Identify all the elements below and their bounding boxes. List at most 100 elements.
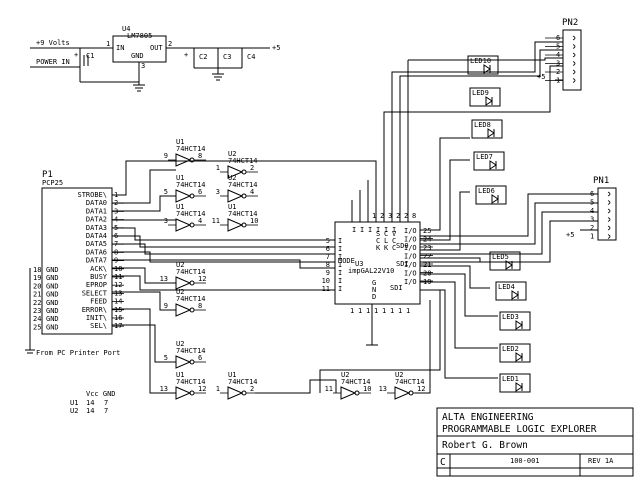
pin-contact-icon: [607, 191, 611, 197]
supply-row-u2-ref: U2: [70, 407, 78, 415]
pn1-ref: PN1: [593, 176, 609, 186]
gal-vertical-char: S: [376, 230, 380, 238]
inverter-ref: U1: [228, 371, 236, 379]
led-label: LED3: [502, 313, 519, 321]
led-label: LED10: [470, 57, 491, 65]
gal-bottom-pin: 1: [382, 307, 386, 315]
gal-left-pin: 9: [326, 269, 330, 277]
pn1-pin: 2: [590, 224, 594, 232]
led: LED5: [489, 251, 521, 271]
inverter-part: 74HCT14: [176, 181, 206, 189]
gal-top-pin-type: I: [384, 226, 388, 234]
gal-sdi-label: SDI: [396, 260, 409, 268]
gal-top-pin-type: I: [376, 226, 380, 234]
gal-right-pin-type: I/O: [404, 244, 417, 252]
gal-top-pin-type: I: [368, 226, 372, 234]
gal-top-pin-type: I: [352, 226, 356, 234]
inverter-in-pin: 13: [160, 275, 168, 283]
title-size: C: [440, 457, 446, 468]
led: LED8: [471, 119, 503, 139]
led-label: LED2: [502, 345, 519, 353]
supply-row-u1-ref: U1: [70, 399, 78, 407]
power-in-label: POWER IN: [36, 58, 70, 66]
led-diode-icon: [489, 160, 497, 170]
inverter-in-pin: 3: [216, 188, 220, 196]
c4-label: C4: [247, 53, 255, 61]
gal-right-pin-type: I/O: [404, 278, 417, 286]
p1-part: PCP25: [42, 179, 63, 187]
led-box: [473, 151, 505, 171]
pc-port-label: From PC Printer Port: [36, 349, 120, 357]
led-box: [499, 373, 531, 393]
gal-top-pin: 1: [372, 212, 376, 220]
led-diode-icon: [485, 96, 493, 106]
p1-signal-name: DATA2: [86, 216, 107, 224]
gal-top-pin: 2: [380, 212, 384, 220]
gal-vertical-char: C: [384, 230, 388, 238]
regulator-pin-gnd-num: 3: [141, 62, 145, 70]
title-company: ALTA ENGINEERING: [442, 412, 534, 423]
gal-vertical-char: C: [392, 244, 396, 252]
gal-gnd-char: G: [372, 279, 376, 287]
p1-signal-name: SEL\: [90, 322, 107, 330]
inverter-in-pin: 9: [164, 302, 168, 310]
inverter-ref: U2: [228, 150, 236, 158]
p1-signal-name: DATA0: [86, 199, 107, 207]
inverter-symbol: [175, 153, 192, 167]
regulator-part: LM7805: [127, 32, 152, 40]
gal-gnd-char: D: [372, 293, 376, 301]
led: LED4: [495, 281, 527, 301]
p1-signal-name: DATA6: [86, 248, 107, 256]
led-box: [469, 87, 501, 107]
p1-ground-pin: 24: [33, 315, 41, 323]
led-label: LED6: [478, 187, 495, 195]
gal-sdo-label: SDO: [396, 242, 409, 250]
wiring: [112, 41, 598, 394]
gal-bottom-pin: 1: [390, 307, 394, 315]
gal-vertical-char: C: [376, 237, 380, 245]
gal-left-pin: 6: [326, 245, 330, 253]
gal-left-pin: 7: [326, 253, 330, 261]
inverter-part: 74HCT14: [228, 378, 258, 386]
led-box: [499, 311, 531, 331]
p1-signal-name: DATA1: [86, 207, 107, 215]
inverter-in-pin: 3: [164, 217, 168, 225]
gal-bottom-pin: 1: [350, 307, 354, 315]
gal-bottom-pin: 1: [398, 307, 402, 315]
gal-right-pin-type: I/O: [404, 253, 417, 261]
led-box: [489, 251, 521, 271]
gal-left-pin: 11: [322, 285, 330, 293]
inverter-symbol: [175, 386, 192, 400]
c2-plus: +: [184, 51, 188, 59]
p1-ground-name: GND: [46, 282, 59, 290]
gal-body: [334, 221, 421, 305]
gal-left-pin-type: I: [338, 245, 342, 253]
gal-bottom-pin: 1: [406, 307, 410, 315]
inverter-in-pin: 1: [216, 164, 220, 172]
led-label: LED4: [498, 283, 515, 291]
supply-row-u1-vcc: 14: [86, 399, 94, 407]
pin-contact-icon: [607, 234, 611, 239]
inverter-part: 74HCT14: [395, 378, 425, 386]
pn1-supply-label: +5: [566, 231, 574, 239]
led-diode-icon: [505, 260, 513, 270]
inverter-ref: U2: [176, 288, 184, 296]
p1-signal-name: DATA4: [86, 232, 107, 240]
c2-label: C2: [199, 53, 207, 61]
p1-ground-name: GND: [46, 274, 59, 282]
pn2-ref: PN2: [562, 18, 578, 28]
gal-ref: U3: [355, 260, 363, 268]
led-diode-icon: [515, 320, 523, 330]
led-label: LED9: [472, 89, 489, 97]
title-rev: REV 1A: [588, 457, 614, 465]
led-label: LED5: [492, 253, 509, 261]
inverter-in-pin: 9: [164, 152, 168, 160]
inverter-out-pin: 12: [417, 385, 425, 393]
inverter-part: 74HCT14: [228, 181, 258, 189]
